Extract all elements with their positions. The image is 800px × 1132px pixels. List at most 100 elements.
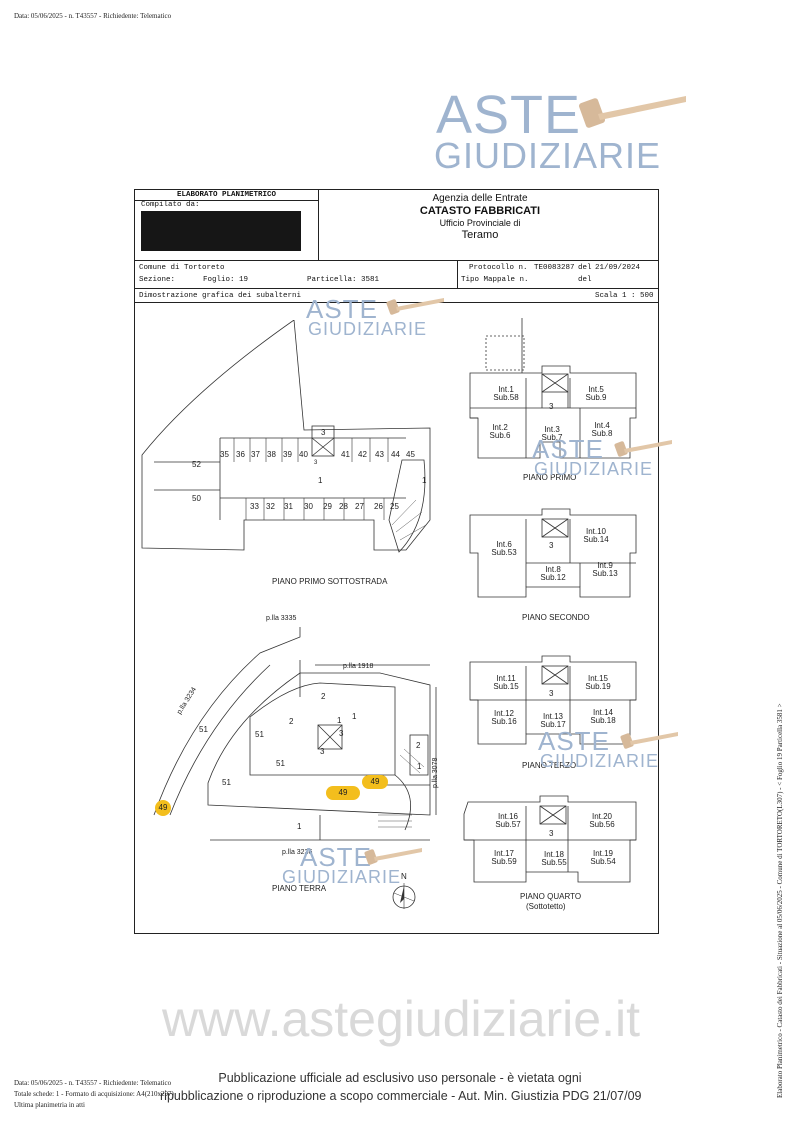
- unit-50: 50: [192, 494, 201, 503]
- terra-unit-51a: 51: [199, 725, 208, 734]
- protocollo-label: Protocollo n.: [469, 264, 528, 272]
- highlight-49-left: 49: [155, 800, 171, 816]
- quarto-subtitle: (Sottotetto): [526, 902, 566, 911]
- foglio-label: Foglio: 19: [203, 276, 249, 284]
- terra-unit-2b: 2: [289, 717, 294, 726]
- terra-unit-3b: 3: [320, 747, 325, 756]
- north-label: N: [401, 872, 407, 881]
- gavel-icon: [386, 298, 444, 315]
- unit-39: 39: [283, 450, 292, 459]
- aste-watermark-top: ASTE GIUDIZIARIE: [432, 88, 692, 178]
- aste-watermark-small: ASTE GIUDIZIARIE: [306, 296, 446, 346]
- catasto-label: CATASTO FABBRICATI: [419, 205, 541, 217]
- unit-37: 37: [251, 450, 260, 459]
- side-caption: Elaborato Planimetrico - Catasto dei Fab…: [776, 703, 784, 1098]
- watermark-aste: ASTE: [532, 434, 604, 464]
- unit-32: 32: [266, 502, 275, 511]
- provincia-label: Teramo: [461, 229, 499, 241]
- plla-3236: p.lla 3236: [282, 849, 313, 856]
- gavel-icon: [614, 440, 672, 457]
- protocollo-del: del: [578, 264, 592, 272]
- secondo-drawing: [469, 508, 637, 598]
- terra-unit-1a: 1: [337, 716, 342, 725]
- elaborato-title: ELABORATO PLANIMETRICO: [135, 190, 318, 201]
- quarto-stair: 3: [549, 829, 554, 838]
- unit-41: 41: [341, 450, 350, 459]
- watermark-giudiziarie: GIUDIZIARIE: [282, 867, 402, 887]
- terra-unit-1c: 1: [417, 762, 422, 771]
- agency-name: Agenzia delle Entrate: [432, 193, 528, 204]
- pub-notice-1: Pubblicazione ufficiale ad esclusivo uso…: [218, 1071, 582, 1085]
- aste-watermark-bottom: ASTE GIUDIZIARIE: [282, 844, 432, 890]
- sottostrada-drawing: [141, 320, 431, 553]
- unit-3: 3: [321, 428, 326, 437]
- unit-27: 27: [355, 502, 364, 511]
- unit-45: 45: [406, 450, 415, 459]
- compiler-box: ELABORATO PLANIMETRICO Compilato da:: [135, 190, 319, 260]
- footer-line-2: Totale schede: 1 - Formato di acquisizio…: [14, 1090, 174, 1098]
- unit-30: 30: [304, 502, 313, 511]
- dimostrazione-label: Dimostrazione grafica dei subalterni: [139, 292, 302, 300]
- particella-label: Particella: 3581: [307, 276, 380, 284]
- terra-unit-51b: 51: [255, 730, 264, 739]
- highlight-49-center: 49: [326, 786, 360, 800]
- unit-38: 38: [267, 450, 276, 459]
- primo-stair: 3: [549, 402, 554, 411]
- watermark-giudiziarie: GIUDIZIARIE: [434, 135, 662, 176]
- unit-1b: 1: [422, 476, 427, 485]
- ufficio-label: Ufficio Provinciale di: [439, 218, 521, 228]
- plla-3335: p.lla 3335: [266, 615, 297, 622]
- watermark-aste: ASTE: [300, 842, 372, 872]
- terzo-title: PIANO TERZO: [522, 761, 577, 770]
- unit-29: 29: [323, 502, 332, 511]
- watermark-giudiziarie: GIUDIZIARIE: [534, 459, 654, 479]
- top-request-line: Data: 05/06/2025 - n. T43557 - Richieden…: [14, 12, 172, 20]
- aste-watermark-right1: ASTE GIUDIZIARIE: [532, 436, 682, 486]
- unit-31: 31: [284, 502, 293, 511]
- unit-26: 26: [374, 502, 383, 511]
- highlight-49-right: 49: [362, 775, 388, 789]
- compilato-label: Compilato da:: [141, 201, 200, 209]
- terra-unit-2c: 2: [416, 741, 421, 750]
- comune-label: Comune di Tortoreto: [139, 264, 225, 272]
- unit-28: 28: [339, 502, 348, 511]
- footer-line-3: Ultima planimetria in atti: [14, 1101, 85, 1109]
- watermark-aste: ASTE: [538, 726, 610, 756]
- terra-unit-2a: 2: [321, 692, 326, 701]
- site-watermark: www.astegiudiziarie.it: [162, 991, 640, 1047]
- primo-title: PIANO PRIMO: [523, 473, 577, 482]
- primo-drawing: [469, 318, 637, 459]
- unit-25: 25: [390, 502, 399, 511]
- secondo-stair: 3: [549, 541, 554, 550]
- secondo-title: PIANO SECONDO: [522, 613, 590, 622]
- unit-3b: 3: [314, 460, 318, 466]
- terra-unit-3a: 3: [339, 729, 344, 738]
- unit-1: 1: [318, 476, 323, 485]
- protocollo-value: TE0083287: [534, 264, 575, 272]
- unit-52: 52: [192, 460, 201, 469]
- agency-header: Agenzia delle Entrate CATASTO FABBRICATI…: [385, 193, 575, 241]
- quarto-title: PIANO QUARTO: [520, 892, 582, 901]
- scala-label: Scala 1 : 500: [595, 292, 654, 300]
- terzo-stair: 3: [549, 689, 554, 698]
- watermark-giudiziarie: GIUDIZIARIE: [540, 751, 660, 771]
- watermark-aste: ASTE: [436, 85, 582, 145]
